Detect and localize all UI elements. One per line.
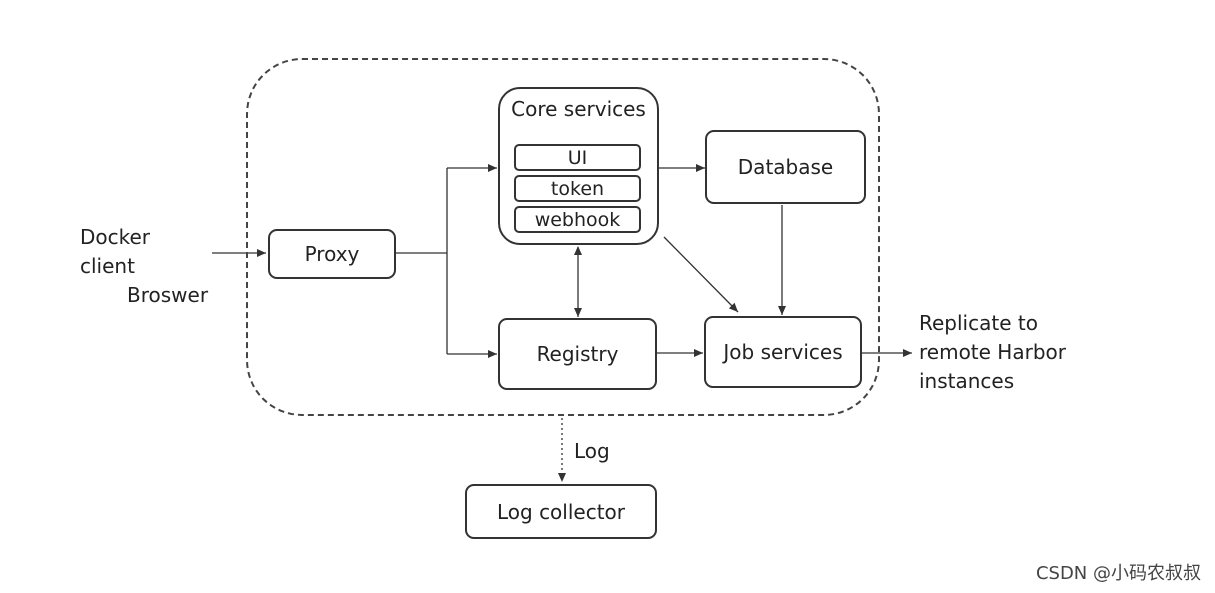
- database-label: Database: [737, 155, 834, 179]
- webhook-component: webhook: [514, 206, 641, 233]
- docker-client-line2: Broswer: [127, 283, 209, 307]
- token-component: token: [514, 175, 641, 202]
- log-collector-label: Log collector: [496, 499, 626, 524]
- webhook-component-label: webhook: [534, 208, 621, 231]
- replicate-line1: Replicate to: [919, 311, 1038, 335]
- replicate-label: Replicate to remote Harbor instances: [919, 309, 1066, 396]
- docker-client-label: Docker client Broswer: [80, 223, 210, 310]
- replicate-line3: instances: [919, 369, 1015, 393]
- proxy-box: Proxy: [268, 229, 396, 279]
- job-services-label: Job services: [723, 340, 843, 364]
- log-label: Log: [574, 439, 610, 463]
- harbor-boundary: [246, 58, 880, 416]
- registry-label: Registry: [536, 342, 619, 366]
- docker-client-line1: Docker client: [80, 225, 151, 278]
- registry-box: Registry: [498, 318, 657, 390]
- core-services-title: Core services: [511, 97, 646, 121]
- watermark: CSDN @小码农叔叔: [1035, 563, 1201, 584]
- token-component-label: token: [550, 177, 605, 200]
- replicate-line2: remote Harbor: [919, 340, 1066, 364]
- log-collector-box: Log collector: [465, 484, 657, 539]
- database-box: Database: [705, 130, 866, 204]
- job-services-box: Job services: [704, 316, 862, 388]
- core-services-box: Core services UI token webhook: [498, 87, 659, 245]
- ui-component-label: UI: [567, 146, 588, 169]
- proxy-label: Proxy: [304, 242, 360, 266]
- ui-component: UI: [514, 144, 641, 171]
- arrow-core-to-job-services: [663, 236, 739, 313]
